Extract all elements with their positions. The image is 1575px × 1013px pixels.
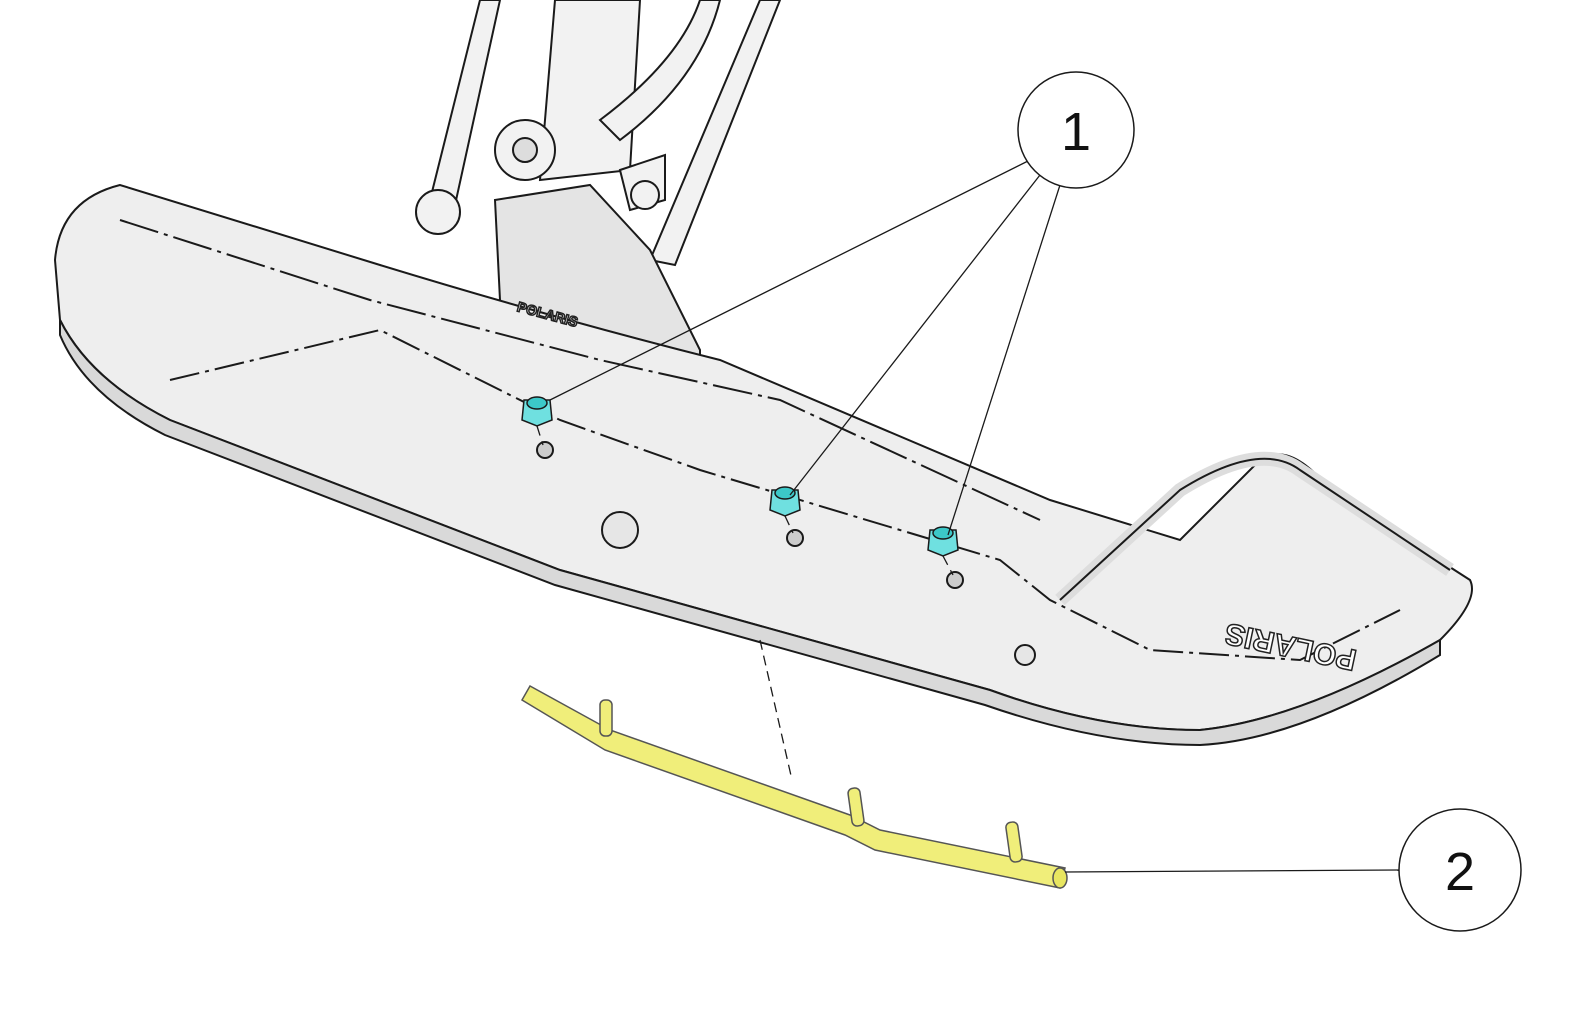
leader-lines <box>549 159 1401 873</box>
assembly-lines <box>536 425 954 781</box>
callout-number: 2 <box>1445 842 1475 902</box>
wear-bar <box>520 684 1068 889</box>
nut-icon <box>521 396 553 427</box>
callout-1: 1 <box>1017 71 1135 189</box>
ski-body <box>53 183 1473 747</box>
nut-icon <box>769 486 801 517</box>
callout-2: 2 <box>1398 808 1522 932</box>
nut-icon <box>927 526 959 557</box>
nuts <box>521 396 959 557</box>
callout-number: 1 <box>1061 102 1091 162</box>
